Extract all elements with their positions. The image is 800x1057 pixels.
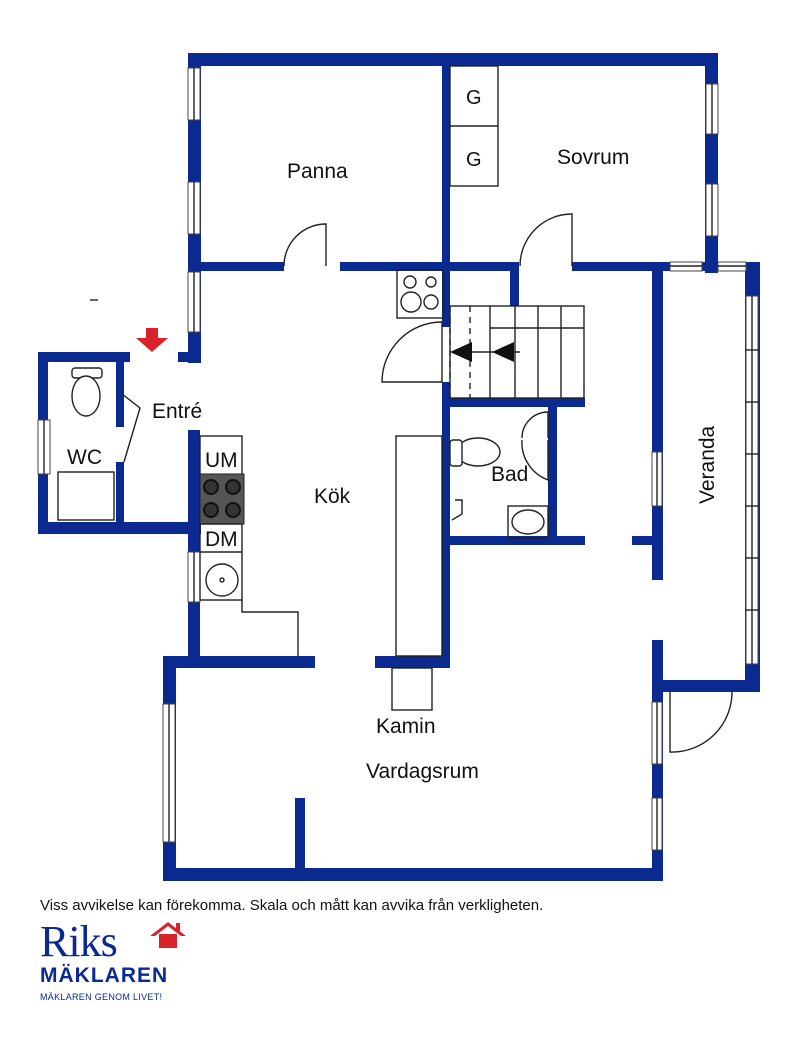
fixtures (57, 65, 585, 711)
room-label-wc: WC (67, 446, 102, 469)
room-label-vardagsrum: Vardagsrum (366, 760, 479, 783)
entrance-arrow-icon (136, 328, 168, 352)
doors (121, 213, 733, 753)
room-label-g-2: G (466, 149, 482, 171)
room-label-dm: DM (205, 528, 238, 551)
room-label-kok: Kök (314, 485, 351, 508)
room-label-panna: Panna (287, 160, 348, 183)
disclaimer-text: Viss avvikelse kan förekomma. Skala och … (40, 897, 544, 914)
brand-logo: Riks MÄKLAREN MÄKLAREN GENOM LIVET! (38, 918, 198, 1008)
windows (37, 67, 759, 851)
room-label-veranda: Veranda (696, 425, 719, 504)
room-label-kamin: Kamin (376, 715, 436, 738)
room-label-sovrum: Sovrum (557, 146, 629, 169)
room-labels: Panna Sovrum G G Entré WC UM DM Kök Bad … (67, 87, 719, 783)
room-label-entre: Entré (152, 400, 202, 423)
logo-wordmark-riks: Riks (40, 917, 118, 966)
logo-tagline: MÄKLAREN GENOM LIVET! (40, 992, 163, 1002)
room-label-g-1: G (466, 87, 482, 109)
room-label-bad: Bad (491, 463, 528, 486)
room-label-um: UM (205, 449, 238, 472)
house-roof-icon (150, 922, 186, 948)
logo-wordmark-maklaren: MÄKLAREN (40, 964, 169, 987)
